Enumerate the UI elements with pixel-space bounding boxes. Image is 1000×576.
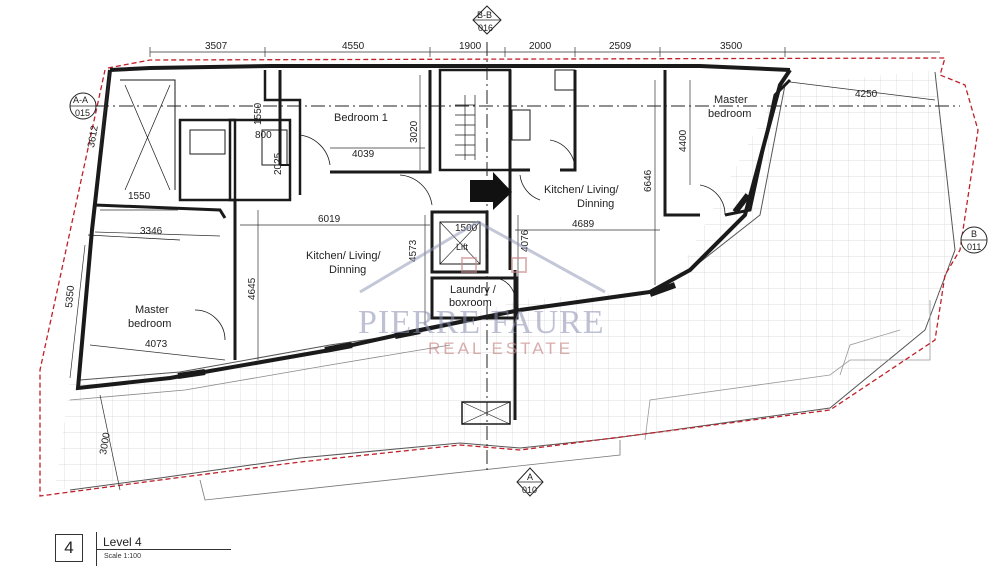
watermark-line2: REAL ESTATE [428,339,573,358]
room-bedroom-1: Bedroom 1 [334,112,388,124]
dim-3020: 3020 [409,120,420,143]
room-kitchen-left-line1: Kitchen/ Living/ [306,250,382,262]
dim-800: 800 [255,130,272,141]
dim-4400: 4400 [678,129,689,152]
dim-1900: 1900 [459,41,482,52]
section-tag-a: A 010 [516,467,544,497]
dim-3000: 3000 [98,431,113,455]
room-master-left-line2: bedroom [128,318,171,330]
entrance-arrow-icon [470,172,512,210]
watermark-line1: PIERRE FAURE [358,304,605,341]
dim-6019: 6019 [318,214,341,225]
dim-3500: 3500 [720,41,743,52]
dim-4550: 4550 [342,41,365,52]
drawing-number: 4 [55,534,83,562]
section-tag-bb: B-B 016 [472,5,502,35]
dim-4039: 4039 [352,149,375,160]
room-master-right-line1: Master [714,94,748,106]
building-walls [75,64,792,425]
title-underline [96,549,231,550]
svg-text:011: 011 [967,242,981,252]
section-tag-b: B 011 [960,226,988,254]
room-lift: Lift [456,242,469,252]
svg-text:010: 010 [522,485,537,495]
dim-4689: 4689 [572,219,595,230]
room-master-right-line2: bedroom [708,108,751,120]
section-tag-aa: A-A 015 [69,92,97,120]
svg-text:B-B: B-B [477,10,492,20]
room-kitchen-left-line2: Dinning [329,264,366,276]
drawing-scale: Scale 1:100 [104,553,141,560]
room-kitchen-right-line2: Dinning [577,198,614,210]
svg-text:A: A [527,472,533,482]
drawing-title: Level 4 [103,535,142,549]
dim-1550-v: 1550 [253,102,264,125]
dim-4073: 4073 [145,339,168,350]
dim-4645: 4645 [247,277,258,300]
svg-text:015: 015 [75,108,90,118]
dim-4573: 4573 [408,239,419,262]
svg-text:A-A: A-A [73,95,88,105]
dim-2025: 2025 [273,152,284,175]
dim-1550-h: 1550 [128,191,151,202]
site-boundary [39,57,979,497]
dimension-labels: 3507 4550 1900 2000 2509 3500 1550 800 3… [64,41,878,456]
svg-text:B: B [971,229,977,239]
dim-3612: 3612 [86,124,101,148]
dim-2000: 2000 [529,41,552,52]
dim-3346: 3346 [140,226,163,237]
room-laundry-line1: Laundry / [450,284,497,296]
dimension-lines [69,47,940,491]
dim-4076: 4076 [520,229,531,252]
watermark-logo: PIERRE FAURE REAL ESTATE [358,220,606,358]
svg-text:016: 016 [478,23,493,33]
room-kitchen-right-line1: Kitchen/ Living/ [544,184,620,196]
room-laundry-line2: boxroom [449,297,492,309]
room-master-left-line1: Master [135,304,169,316]
terrace-area [55,70,960,501]
dim-5350: 5350 [64,285,77,309]
dim-3507: 3507 [205,41,228,52]
dim-4250: 4250 [855,89,878,100]
dim-6646: 6646 [643,169,654,192]
room-labels: Bedroom 1 Master bedroom Master bedroom … [128,94,751,330]
dim-2509: 2509 [609,41,632,52]
